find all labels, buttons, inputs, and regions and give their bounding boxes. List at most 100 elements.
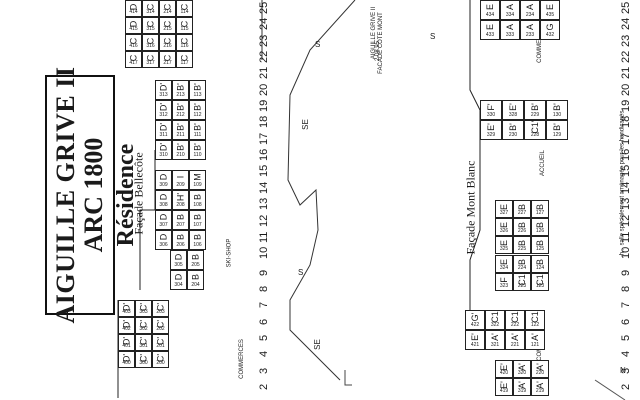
ruler-tick-label: 12 [620, 214, 632, 227]
apartment-number: 204 [191, 282, 200, 288]
ruler-tick-label: 18 [258, 116, 270, 129]
ruler-tick-label: 4 [620, 351, 632, 358]
apartment-number: 213 [176, 92, 185, 98]
apartment-number: 434 [485, 12, 495, 18]
apartment-number: 221 [510, 342, 520, 348]
ruler-tick-label: 16 [620, 148, 632, 162]
ruler-tick-label: 4 [258, 351, 270, 358]
direction-5: S [430, 32, 436, 41]
accueil-label: ACCUEIL [540, 149, 547, 177]
apartment-number: 124 [535, 265, 545, 271]
apartment-number: 226 [517, 228, 527, 234]
title-frame: AIGUILLE GRIVE II ARC 1800 [45, 66, 115, 324]
apartment-cell: D'401 [118, 334, 135, 351]
apartment-cell: B'210 [172, 140, 189, 160]
apartment-cell: C'302 [135, 317, 152, 334]
apartment-number: 323 [499, 283, 509, 289]
apartment-number: 229 [530, 112, 540, 118]
apartment-number: 325 [499, 246, 509, 252]
title-block: AIGUILLE GRIVE II ARC 1800 Résidence [35, 65, 145, 325]
apartment-number: 106 [193, 242, 202, 248]
apartment-number: 317 [146, 60, 155, 66]
ruler-tick-label: 24 [258, 18, 270, 31]
ruler-tick-label: 14 [620, 181, 632, 194]
ruler-tick-label: 7 [620, 302, 632, 309]
apartment-cell: B'112 [189, 100, 206, 120]
apartment-number: 308 [159, 202, 168, 208]
ruler-tick-label: 22 [620, 50, 632, 64]
ruler-tick-label: 23 [620, 34, 632, 47]
ruler-tick-label: 11 [620, 231, 632, 243]
apartment-number: 326 [499, 228, 509, 234]
apartment-cell: B'211 [172, 120, 189, 140]
apartment-cell: B'213 [172, 80, 189, 100]
apartment-cell: H'208 [172, 190, 189, 210]
ruler-tick-label: 10 [258, 246, 270, 260]
apartment-number: 225 [517, 246, 527, 252]
apartment-cell: F'330 [480, 100, 502, 120]
ruler-tick-label: 20 [620, 83, 632, 96]
ruler-tick-label: 9 [620, 269, 632, 276]
apartment-number: 422 [470, 322, 480, 328]
apartment-number: 114 [180, 9, 189, 15]
apartment-number: 315 [146, 26, 155, 32]
apartment-cell: A'319 [513, 378, 531, 396]
apartment-number: 211 [176, 132, 185, 138]
apartment-number: 220 [535, 370, 545, 376]
ruler-tick-label: 19 [620, 99, 632, 113]
apartment-number: 306 [159, 242, 168, 248]
apartment-number: 206 [176, 242, 185, 248]
apartment-cell: B'212 [172, 100, 189, 120]
apartment-cell: B'113 [189, 80, 206, 100]
apartment-number: 316 [146, 43, 155, 49]
apartment-number: 222 [510, 322, 520, 328]
apartment-cell: E'421 [465, 330, 485, 350]
apartment-number: 122 [530, 322, 540, 328]
apartment-cell: D'310 [155, 140, 172, 160]
ruler-tick-label: 19 [258, 99, 270, 113]
apartment-number: 216 [163, 43, 172, 49]
apartment-cell: D'311 [155, 120, 172, 140]
apartment-number: 115 [180, 26, 189, 32]
direction-2: SE [300, 119, 310, 130]
apartment-cell: C'202 [152, 317, 169, 334]
apartment-number: 320 [517, 370, 527, 376]
apartment-number: 233 [525, 32, 535, 38]
apartment-cell: B'230 [502, 120, 524, 140]
apartment-number: 223 [517, 283, 527, 289]
apartment-number: 117 [180, 60, 189, 66]
apartment-number: 310 [159, 152, 168, 158]
ruler-tick-label: 6 [258, 318, 270, 325]
ruler-tick-label: 20 [258, 83, 270, 96]
ruler-tick-label: 3 [620, 367, 632, 374]
ruler-tick-label: 7 [258, 302, 270, 309]
apartment-number: 200 [156, 360, 165, 366]
apartment-cell: A'121 [525, 330, 545, 350]
ruler-tick-label: 2 [258, 383, 270, 390]
apartment-cell: C'200 [152, 351, 169, 368]
apartment-number: 330 [486, 112, 496, 118]
apartment-cell: C'201 [152, 334, 169, 351]
apartment-number: 322 [490, 322, 500, 328]
apartment-cell: B'129 [546, 120, 568, 140]
